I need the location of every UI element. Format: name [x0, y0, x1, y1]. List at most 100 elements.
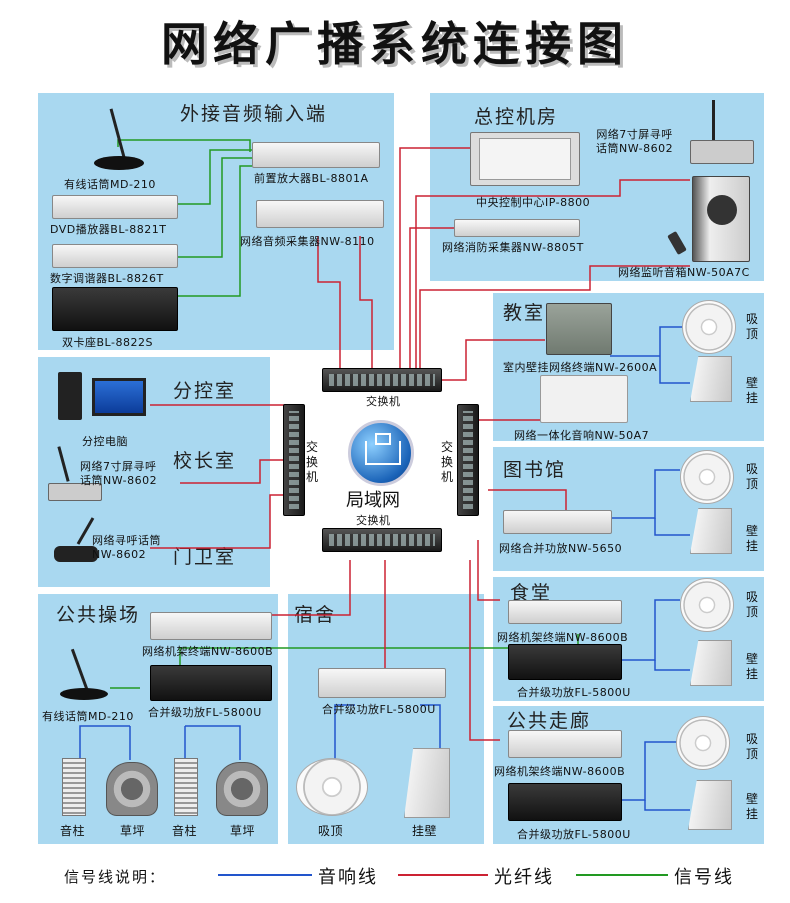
- fire-collector: [454, 219, 580, 237]
- panel-title-principal: 校长室: [173, 450, 237, 472]
- pager-mid-text: 网络7寸屏寻呼 话筒NW-8602: [80, 460, 158, 487]
- tuner: [52, 244, 178, 268]
- canteen-rack-terminal: [508, 600, 622, 624]
- pager-top-stem: [712, 100, 715, 140]
- corridor-amp-label: 合并级功放FL-5800U: [517, 828, 631, 841]
- dvd-player-label: DVD播放器BL-8821T: [50, 223, 167, 236]
- lawn-speaker-1: [106, 762, 158, 816]
- cassette-deck: [52, 287, 178, 331]
- pager-gate-label: 网络寻呼话筒 NW-8602: [92, 534, 161, 562]
- panel-title-external-audio: 外接音频输入端: [180, 103, 328, 125]
- ceiling-label-corridor: 吸顶: [745, 732, 758, 761]
- integrated-speaker: [540, 375, 628, 423]
- switch-top-label: 交换机: [366, 395, 401, 408]
- pager-top-label: 网络7寸屏寻呼 话筒NW-8602: [596, 128, 673, 156]
- switch-left-label: 交换机: [305, 440, 318, 484]
- ceiling-label-library: 吸顶: [745, 462, 758, 491]
- legend-audio-label: 音响线: [318, 867, 378, 888]
- panel-title-library: 图书馆: [503, 459, 567, 481]
- pager-gate-text: 网络寻呼话筒 NW-8602: [92, 534, 161, 561]
- wall-terminal: [546, 303, 612, 355]
- canteen-amp-label: 合并级功放FL-5800U: [517, 686, 631, 699]
- signal-lines: [110, 139, 579, 689]
- ceiling-speaker-library: [680, 450, 734, 504]
- panel-title-canteen: 食堂: [510, 582, 553, 604]
- audio-collector-label: 网络音频采集器NW-8110: [240, 235, 375, 248]
- column-speaker-1: [62, 758, 86, 816]
- branch-pc-tower: [58, 372, 82, 420]
- playground-rack-terminal: [150, 612, 272, 640]
- ceiling-label-dorm: 吸顶: [318, 824, 344, 838]
- dvd-player: [52, 195, 178, 219]
- wall-label-canteen: 壁挂: [745, 652, 758, 681]
- ceiling-speaker-canteen: [680, 578, 734, 632]
- canteen-amp: [508, 644, 622, 680]
- panel-title-control-room: 总控机房: [474, 106, 559, 128]
- mic-md210: [94, 156, 144, 170]
- wall-terminal-label: 室内壁挂网络终端NW-2600A: [503, 361, 658, 374]
- control-center-label: 中央控制中心IP-8800: [476, 196, 591, 209]
- pager-mid: [48, 483, 102, 501]
- playground-amp: [150, 665, 272, 701]
- legend-lines: [218, 874, 668, 876]
- monitor-speaker: [692, 176, 750, 262]
- switch-right: [457, 404, 479, 516]
- switch-left: [283, 404, 305, 516]
- wall-label-corridor: 壁挂: [745, 792, 758, 821]
- lan-label: 局域网: [346, 490, 400, 511]
- column-label-1: 音柱: [60, 824, 86, 838]
- playground-mic: [60, 688, 108, 700]
- panel-title-branch: 分控室: [173, 380, 237, 402]
- fire-collector-label: 网络消防采集器NW-8805T: [442, 241, 584, 254]
- playground-rack-label: 网络机架终端NW-8600B: [142, 645, 274, 658]
- lawn-speaker-2: [216, 762, 268, 816]
- preamp-label: 前置放大器BL-8801A: [254, 172, 369, 185]
- wall-label-dorm: 挂壁: [412, 824, 438, 838]
- ceiling-speaker-corridor: [676, 716, 730, 770]
- wall-label-classroom: 壁挂: [745, 376, 758, 405]
- page-title: 网络广播系统连接图: [161, 17, 629, 71]
- ceiling-speaker-dorm: [296, 758, 368, 816]
- library-amp-label: 网络合并功放NW-5650: [499, 542, 623, 555]
- playground-mic-label: 有线话筒MD-210: [42, 710, 134, 723]
- fiber-lines: [150, 147, 690, 741]
- pager-mid-label: 网络7寸屏寻呼 话筒NW-8602: [80, 460, 157, 488]
- branch-pc-screen: [92, 378, 146, 416]
- preamp: [252, 142, 380, 168]
- panel-title-corridor: 公共走廊: [507, 710, 592, 732]
- lawn-label-1: 草坪: [120, 824, 146, 838]
- ceiling-label-canteen: 吸顶: [745, 590, 758, 619]
- switch-right-label: 交换机: [440, 440, 453, 484]
- ceiling-speaker-classroom: [682, 300, 736, 354]
- corridor-rack-terminal: [508, 730, 622, 758]
- pager-top: [690, 140, 754, 164]
- wall-label-library: 壁挂: [745, 524, 758, 553]
- legend-title: 信号线说明：: [64, 868, 167, 886]
- corridor-amp: [508, 783, 622, 821]
- pager-gate: [54, 546, 98, 562]
- playground-amp-label: 合并级功放FL-5800U: [148, 706, 262, 719]
- canteen-rack-label: 网络机架终端NW-8600B: [497, 631, 629, 644]
- pager-top-text: 网络7寸屏寻呼 话筒NW-8602: [596, 128, 674, 155]
- panel-title-playground: 公共操场: [56, 604, 141, 626]
- column-speaker-2: [174, 758, 198, 816]
- lawn-label-2: 草坪: [230, 824, 256, 838]
- legend-fiber-label: 光纤线: [494, 867, 554, 888]
- legend-signal-label: 信号线: [674, 867, 734, 888]
- wall-speaker-library: [690, 508, 732, 554]
- mic-md210-label: 有线话筒MD-210: [64, 178, 156, 191]
- library-amp: [503, 510, 612, 534]
- audio-lines: [79, 326, 690, 811]
- cassette-deck-label: 双卡座BL-8822S: [62, 336, 153, 349]
- dorm-amp: [318, 668, 446, 698]
- integrated-speaker-label: 网络一体化音响NW-50A7: [514, 429, 650, 442]
- control-center: [470, 132, 580, 186]
- panel-title-gate: 门卫室: [173, 546, 237, 568]
- lan-icon: [348, 420, 414, 486]
- panel-title-classroom: 教室: [503, 302, 546, 324]
- branch-pc-label: 分控电脑: [82, 435, 128, 448]
- audio-collector: [256, 200, 384, 228]
- tuner-label: 数字调谐器BL-8826T: [50, 272, 164, 285]
- monitor-speaker-label: 网络监听音箱NW-50A7C: [618, 266, 750, 279]
